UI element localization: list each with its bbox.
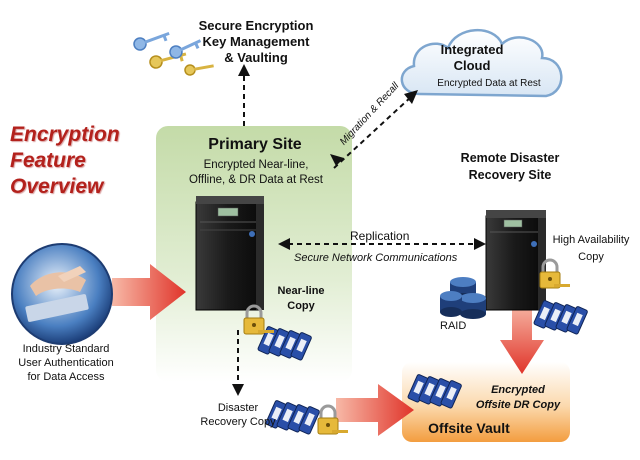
nearline-tapes-icon [257,326,312,361]
user-authentication-icon [11,243,113,345]
tape-cartridge-icon [298,406,320,435]
diagram-title: Encryption Feature Overview [10,123,120,198]
raid-disks-icon [440,277,486,319]
key-management-label: Secure Encryption Key Management & Vault… [198,18,314,65]
vault-tapes-icon [407,374,462,409]
arrowhead [474,238,486,250]
keys-icon [133,31,214,76]
tape-cartridge-icon [290,332,312,361]
tape-cartridge-icon [566,306,588,335]
arrowhead [232,384,244,396]
remote-tapes-icon [533,300,588,335]
cloud-title: Integrated Cloud [440,42,504,73]
secure-network-label: Secure Network Communications [294,252,458,264]
arrowhead [278,238,290,250]
primary-site-title: Primary Site [208,136,302,153]
dr-to-vault-arrow [336,384,414,436]
high-availability-label: High Availability Copy [552,234,630,263]
remote-server-icon [485,210,546,311]
user-access-arrow [112,264,186,320]
primary-server-icon [195,196,264,311]
replication-label: Replication [350,229,410,243]
nearline-copy-label: Near-line Copy [277,285,325,312]
offsite-dr-copy-label: Encrypted Offsite DR Copy [475,384,561,411]
arrowhead [238,64,250,76]
remote-site-title: Remote Disaster Recovery Site [460,151,560,182]
primary-site-subtitle: Encrypted Near-line, Offline, & DR Data … [188,159,323,186]
padlock-icon [243,304,274,335]
cloud-shape [400,29,563,98]
arrowhead [330,154,344,166]
arrowhead [404,90,418,104]
dr-tapes-icon [265,400,320,435]
remote-to-vault-arrow [500,302,544,374]
tape-cartridge-icon [555,304,577,333]
padlock-icon [317,404,348,435]
dr-copy-label: Disaster Recovery Copy [200,402,276,428]
raid-label: RAID [440,320,467,332]
tape-cartridge-icon [440,380,462,409]
user-authentication-label: Industry Standard User Authentication fo… [18,343,114,383]
padlock-icon [539,258,570,289]
cloud-subtitle: Encrypted Data at Rest [437,78,541,89]
offsite-vault-label: Offsite Vault [428,420,510,436]
